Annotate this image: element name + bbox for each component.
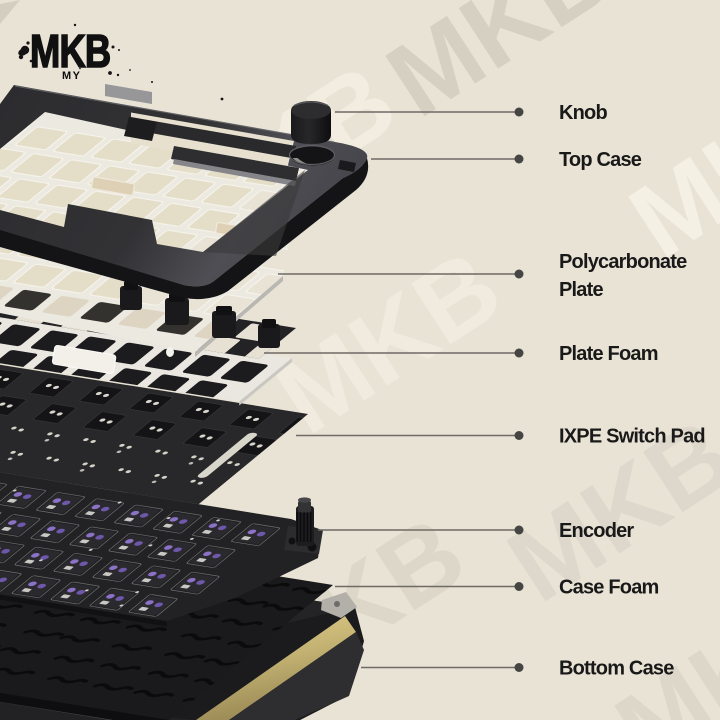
svg-text:Encoder: Encoder	[559, 520, 634, 542]
svg-text:Plate Foam: Plate Foam	[559, 343, 658, 365]
svg-text:Top Case: Top Case	[559, 149, 642, 171]
svg-text:Case Foam: Case Foam	[559, 577, 659, 599]
svg-text:Plate: Plate	[559, 279, 603, 301]
svg-text:MY: MY	[62, 70, 82, 82]
svg-text:IXPE Switch Pad: IXPE Switch Pad	[559, 426, 705, 448]
svg-text:Polycarbonate: Polycarbonate	[559, 251, 687, 273]
svg-text:Knob: Knob	[559, 102, 607, 124]
svg-text:Bottom Case: Bottom Case	[559, 658, 674, 680]
svg-text:MKB: MKB	[30, 25, 110, 77]
